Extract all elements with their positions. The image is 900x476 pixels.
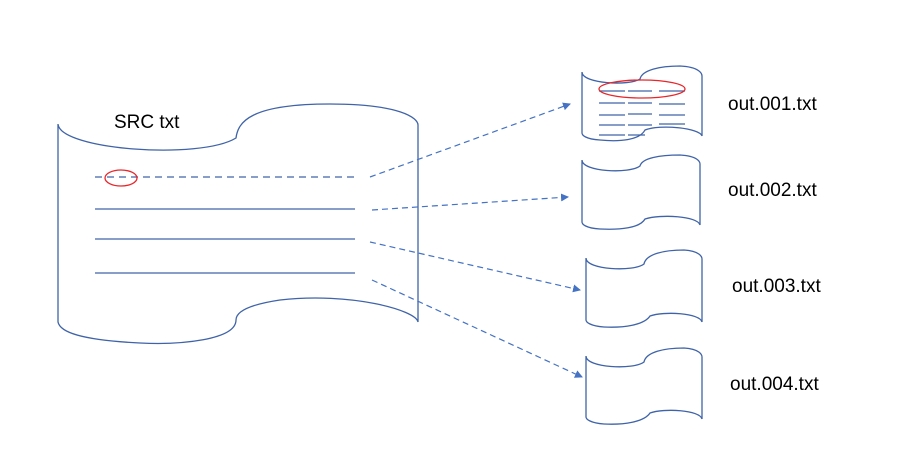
output-label-1: out.001.txt [728,94,817,115]
source-highlight-ellipse [104,169,138,187]
output-1-lines [599,90,685,136]
output-label-2: out.002.txt [728,180,817,201]
arrow-to-out-003 [369,241,581,293]
output-document-shape-1 [581,65,703,142]
output-document-shape-4 [585,347,703,425]
output-document-shape-3 [585,249,703,328]
source-document-shape [57,103,419,345]
arrow-to-out-002 [371,193,569,211]
output-1-highlight-ellipse [598,79,686,99]
output-document-shape-2 [581,154,701,230]
source-lines [95,176,355,274]
arrow-to-out-001 [369,102,571,178]
source-label: SRC txt [114,112,180,133]
output-label-3: out.003.txt [732,276,821,297]
arrow-to-out-004 [371,279,583,378]
output-label-4: out.004.txt [730,374,819,395]
